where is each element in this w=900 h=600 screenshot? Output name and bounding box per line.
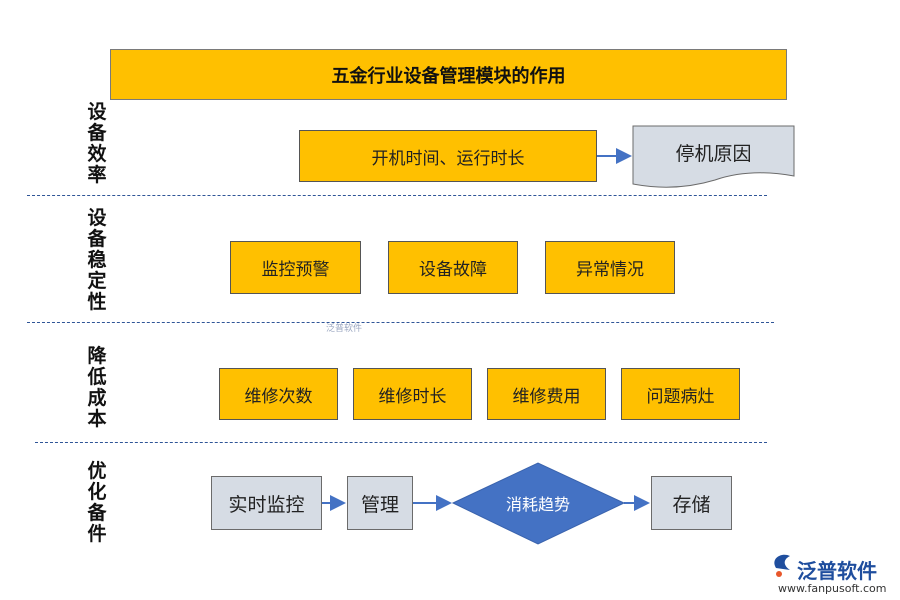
- cost-item: 维修次数: [219, 368, 338, 420]
- section-label-spares: 优化备件: [87, 460, 107, 545]
- downtime-document: 停机原因: [675, 142, 752, 165]
- section-divider: [27, 195, 767, 196]
- downtime-document-shape: [632, 125, 795, 188]
- cost-item: 维修费用: [487, 368, 606, 420]
- trend-diamond-label: 消耗趋势: [505, 495, 570, 514]
- stability-item: 监控预警: [230, 241, 361, 294]
- storage-box: 存储: [651, 476, 732, 530]
- section-label-stability: 设备稳定性: [87, 207, 107, 313]
- runtime-box: 开机时间、运行时长: [299, 130, 597, 182]
- cost-item: 维修时长: [353, 368, 472, 420]
- brand-url: www.fanpusoft.com: [778, 582, 887, 595]
- section-label-cost: 降低成本: [87, 345, 107, 430]
- section-divider: [27, 322, 774, 323]
- manage-box: 管理: [347, 476, 413, 530]
- brand-logo: 泛普软件: [797, 559, 877, 583]
- cost-item: 问题病灶: [621, 368, 740, 420]
- trend-diamond-shape: [451, 462, 626, 545]
- diagram-title: 五金行业设备管理模块的作用: [110, 49, 787, 100]
- logo-dot-shape: [776, 571, 782, 577]
- stability-item: 设备故障: [388, 241, 518, 294]
- logo-swirl-shape: [774, 554, 790, 570]
- monitor-box: 实时监控: [211, 476, 322, 530]
- section-divider: [35, 442, 767, 443]
- stability-item: 异常情况: [545, 241, 675, 294]
- section-label-efficiency: 设备效率: [87, 101, 107, 186]
- watermark: 泛普软件: [326, 324, 363, 334]
